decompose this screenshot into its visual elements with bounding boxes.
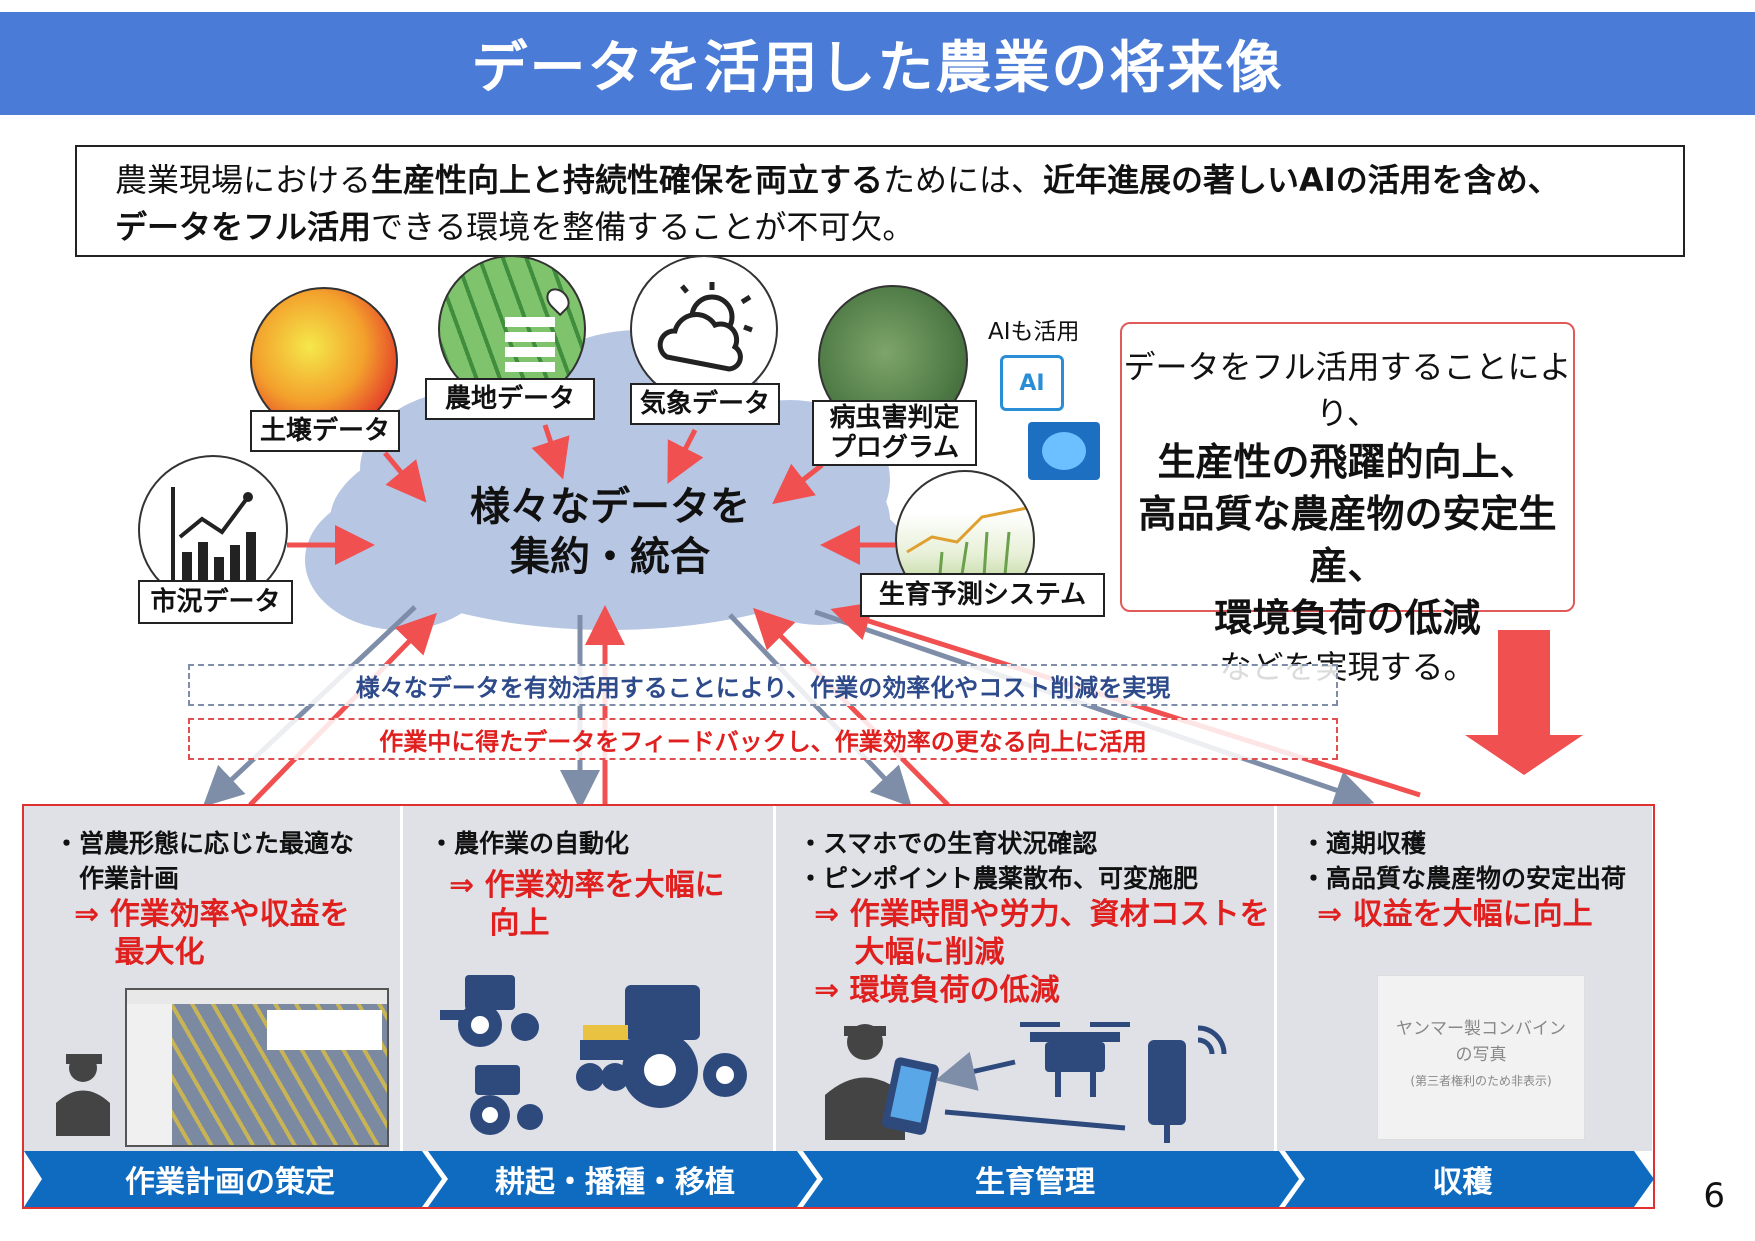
result-line-3: 高品質な農産物の安定生産、	[1138, 492, 1557, 588]
intro-text-1: 農業現場における	[115, 161, 372, 199]
photo-placeholder-line-2: の写真	[1455, 1045, 1507, 1065]
planning-software-screenshot	[125, 988, 389, 1147]
stage-harvest-item-2: ・高品質な農産物の安定出荷	[1301, 864, 1627, 893]
combine-photo-placeholder: ヤンマー製コンバイン の写真 (第三者権利のため非表示)	[1377, 975, 1585, 1140]
result-line-1: データをフル活用することにより、	[1123, 348, 1572, 432]
stage-label-growth: 生育管理	[975, 1165, 1095, 1200]
stage-chevrons	[24, 1151, 1654, 1207]
stage-plan-result-1: ⇒ 作業効率や収益を	[74, 897, 350, 932]
photo-placeholder-line-3: (第三者権利のため非表示)	[1410, 1074, 1552, 1088]
stage-tillage-result-1: ⇒ 作業効率を大幅に	[449, 868, 725, 903]
stage-growth-result-3: ⇒ 環境負荷の低減	[814, 973, 1060, 1008]
page-title: データを活用した農業の将来像	[0, 12, 1755, 115]
stage-growth-item-1: ・スマホでの生育状況確認	[798, 829, 1098, 858]
stage-growth-result-2: 大幅に削減	[814, 935, 1005, 970]
soil-data-label: 土壌データ	[250, 410, 400, 452]
blue-flow-note: 様々なデータを有効活用することにより、作業の効率化やコスト削減を実現	[188, 664, 1338, 706]
stage-tillage-item-1: ・農作業の自動化	[429, 829, 630, 858]
intro-bold-2: 近年進展の著しいAIの活用を含め、	[1043, 161, 1560, 199]
cloud-text: 様々なデータを 集約・統合	[440, 482, 780, 582]
farmer-pc-icon	[48, 1048, 118, 1136]
farmland-data-label: 農地データ	[425, 378, 595, 420]
stages-frame	[22, 804, 1655, 1209]
stage-growth-panel: ・スマホでの生育状況確認 ・ピンポイント農薬散布、可変施肥 ⇒ 作業時間や労力、…	[776, 806, 1274, 1151]
stage-tillage-panel: ・農作業の自動化 ⇒ 作業効率を大幅に 向上	[403, 806, 773, 1151]
ai-note: AIも活用	[988, 319, 1080, 345]
growth-system-label: 生育予測システム	[860, 573, 1105, 617]
page-number: 6	[1703, 1176, 1725, 1216]
tractor-icons	[440, 975, 747, 1135]
result-line-4: 環境負荷の低減	[1214, 596, 1481, 640]
stage-growth-result-1: ⇒ 作業時間や労力、資材コストを	[814, 897, 1270, 932]
result-line-2: 生産性の飛躍的向上、	[1157, 440, 1538, 484]
red-flow-note: 作業中に得たデータをフィードバックし、作業効率の更なる向上に活用	[188, 718, 1338, 760]
cloud-line-2: 集約・統合	[510, 534, 710, 580]
stage-plan-item-1: ・営農形態に応じた最適な	[54, 829, 355, 858]
pest-program-label: 病虫害判定プログラム	[812, 400, 977, 466]
stage-tillage-result-2: 向上	[449, 906, 550, 941]
stage-plan-item-2: 作業計画	[54, 864, 180, 893]
stage-label-plan: 作業計画の策定	[125, 1165, 335, 1200]
brain-icon	[1028, 422, 1100, 480]
ai-chip-icon: AI	[1000, 355, 1064, 411]
intro-text-2: ためには、	[883, 161, 1044, 199]
stage-harvest-item-1: ・適期収穫	[1301, 829, 1427, 858]
weather-icon	[630, 255, 778, 403]
result-down-arrow	[1465, 630, 1583, 775]
stage-growth-item-2: ・ピンポイント農薬散布、可変施肥	[798, 864, 1199, 893]
weather-data-label: 気象データ	[630, 383, 780, 425]
cloud-line-1: 様々なデータを	[470, 484, 750, 530]
stage-plan-result-2: 最大化	[74, 935, 205, 970]
drone-sensor-icons	[825, 1022, 1227, 1143]
intro-bold-3: データをフル活用	[115, 208, 372, 246]
intro-bold-1: 生産性向上と持続性確保を両立する	[371, 161, 884, 199]
stage-harvest-result-1: ⇒ 収益を大幅に向上	[1317, 897, 1593, 932]
stage-label-harvest: 収穫	[1432, 1165, 1493, 1200]
photo-placeholder-line-1: ヤンマー製コンバイン	[1396, 1019, 1566, 1039]
stage-label-tillage: 耕起・播種・移植	[495, 1165, 735, 1200]
intro-text-3: できる環境を整備することが不可欠。	[371, 208, 915, 246]
market-data-label: 市況データ	[138, 580, 293, 624]
intro-box: 農業現場における生産性向上と持続性確保を両立するためには、近年進展の著しいAIの…	[75, 145, 1685, 257]
result-box: データをフル活用することにより、 生産性の飛躍的向上、 高品質な農産物の安定生産…	[1120, 322, 1575, 686]
